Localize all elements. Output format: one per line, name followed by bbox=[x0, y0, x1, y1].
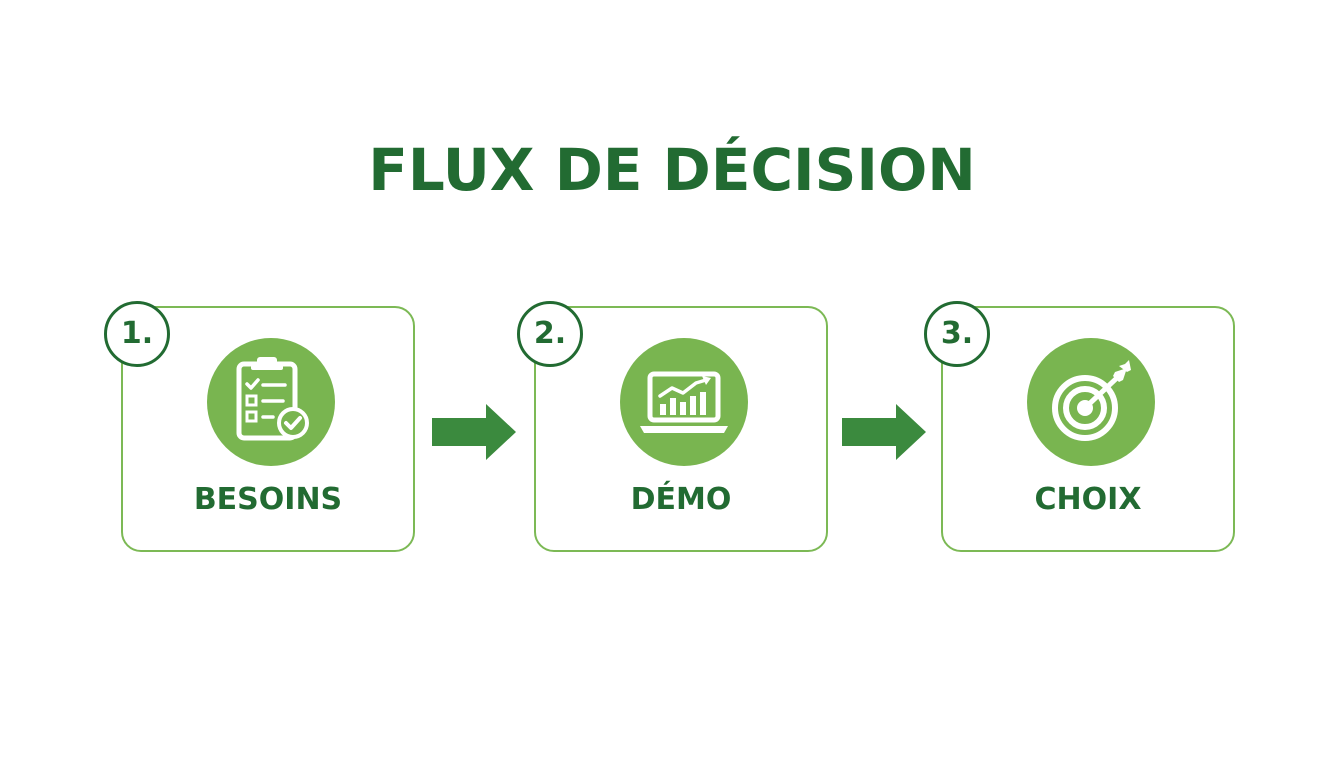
target-arrow-icon bbox=[1027, 338, 1155, 466]
step-label: CHOIX bbox=[1034, 482, 1142, 517]
step-label: BESOINS bbox=[193, 482, 343, 517]
arrow-right-icon bbox=[432, 404, 516, 460]
step-card-demo: 2. DÉMO bbox=[517, 301, 828, 552]
step-number-badge: 3. bbox=[924, 301, 990, 367]
step-card-besoins: 1. BESOINS bbox=[104, 301, 415, 552]
step-number-badge: 2. bbox=[517, 301, 583, 367]
step-card-choix: 3. CHOIX bbox=[924, 301, 1235, 552]
laptop-chart-icon bbox=[620, 338, 748, 466]
step-label: DÉMO bbox=[630, 482, 732, 517]
step-number-badge: 1. bbox=[104, 301, 170, 367]
clipboard-checklist-icon bbox=[207, 338, 335, 466]
arrow-right-icon bbox=[842, 404, 926, 460]
diagram-title: FLUX DE DÉCISION bbox=[368, 136, 976, 204]
